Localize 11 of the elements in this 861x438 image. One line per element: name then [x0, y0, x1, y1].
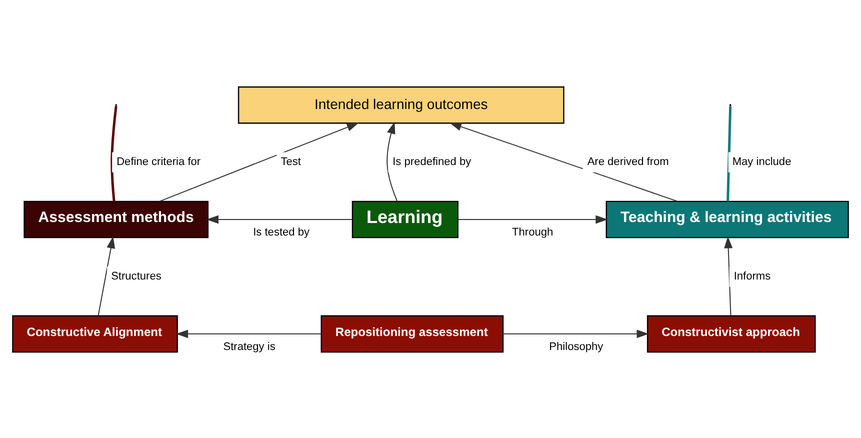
edge-label: Are derived from: [587, 156, 669, 168]
edge-label: Structures: [111, 270, 162, 282]
edge-label: Define criteria for: [116, 156, 201, 168]
edge-label: Test: [280, 156, 301, 168]
edge-label: Is tested by: [253, 226, 310, 238]
edge-label: Through: [512, 226, 554, 238]
edge-label: Is predefined by: [392, 156, 472, 168]
edge-label: May include: [732, 156, 792, 168]
edge-label: Informs: [734, 270, 771, 282]
edge-label: Philosophy: [549, 340, 604, 352]
edge-label: Strategy is: [223, 340, 276, 352]
